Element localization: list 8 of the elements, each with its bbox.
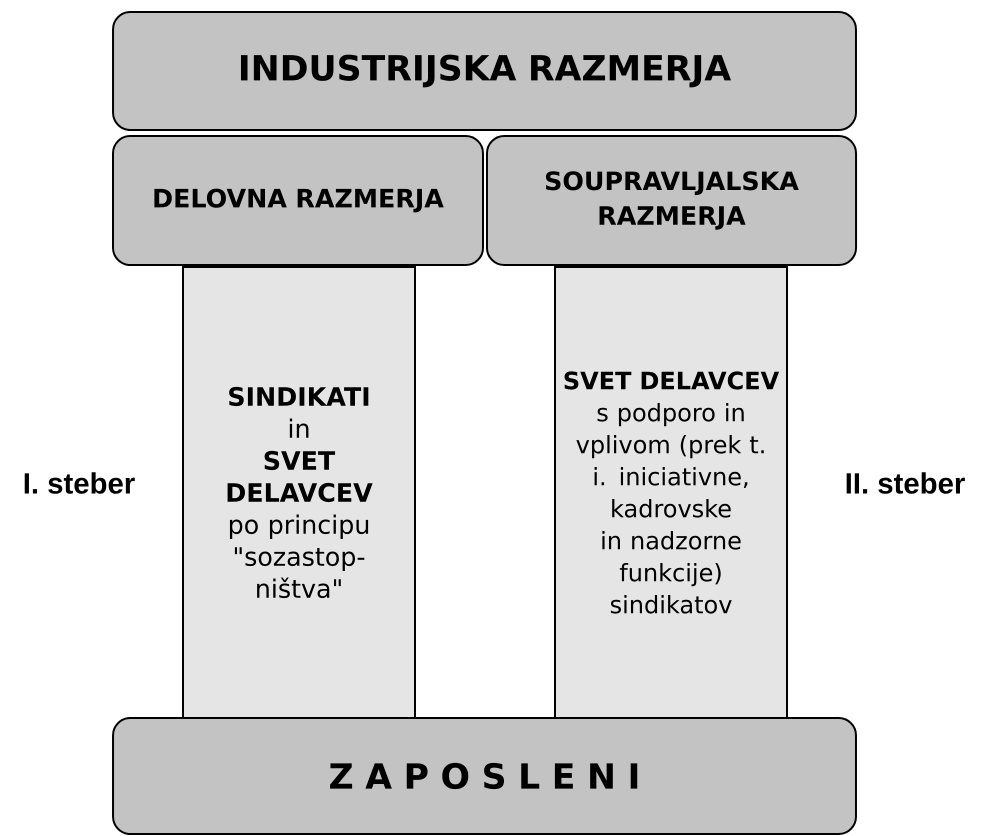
pillar-box: SINDIKATI in SVET DELAVCEV po principu "sozastop- ništva" bbox=[182, 266, 416, 719]
pillar-label: II. steber bbox=[846, 472, 965, 494]
pillar-label: I. steber bbox=[24, 472, 135, 494]
label-band: DELOVNA RAZMERJA bbox=[112, 134, 484, 266]
label-band: INDUSTRIJSKA RAZMERJA bbox=[112, 11, 857, 131]
label-band: SOUPRAVLJALSKA RAZMERJA bbox=[486, 134, 858, 266]
label-band: Z A P O S L E N I bbox=[112, 717, 857, 835]
pillar-box: SVET DELAVCEV s podporo in vplivom (prek t. i. iniciativne, kadrovske in nadzorne funkcije) sindikatov bbox=[554, 266, 788, 719]
